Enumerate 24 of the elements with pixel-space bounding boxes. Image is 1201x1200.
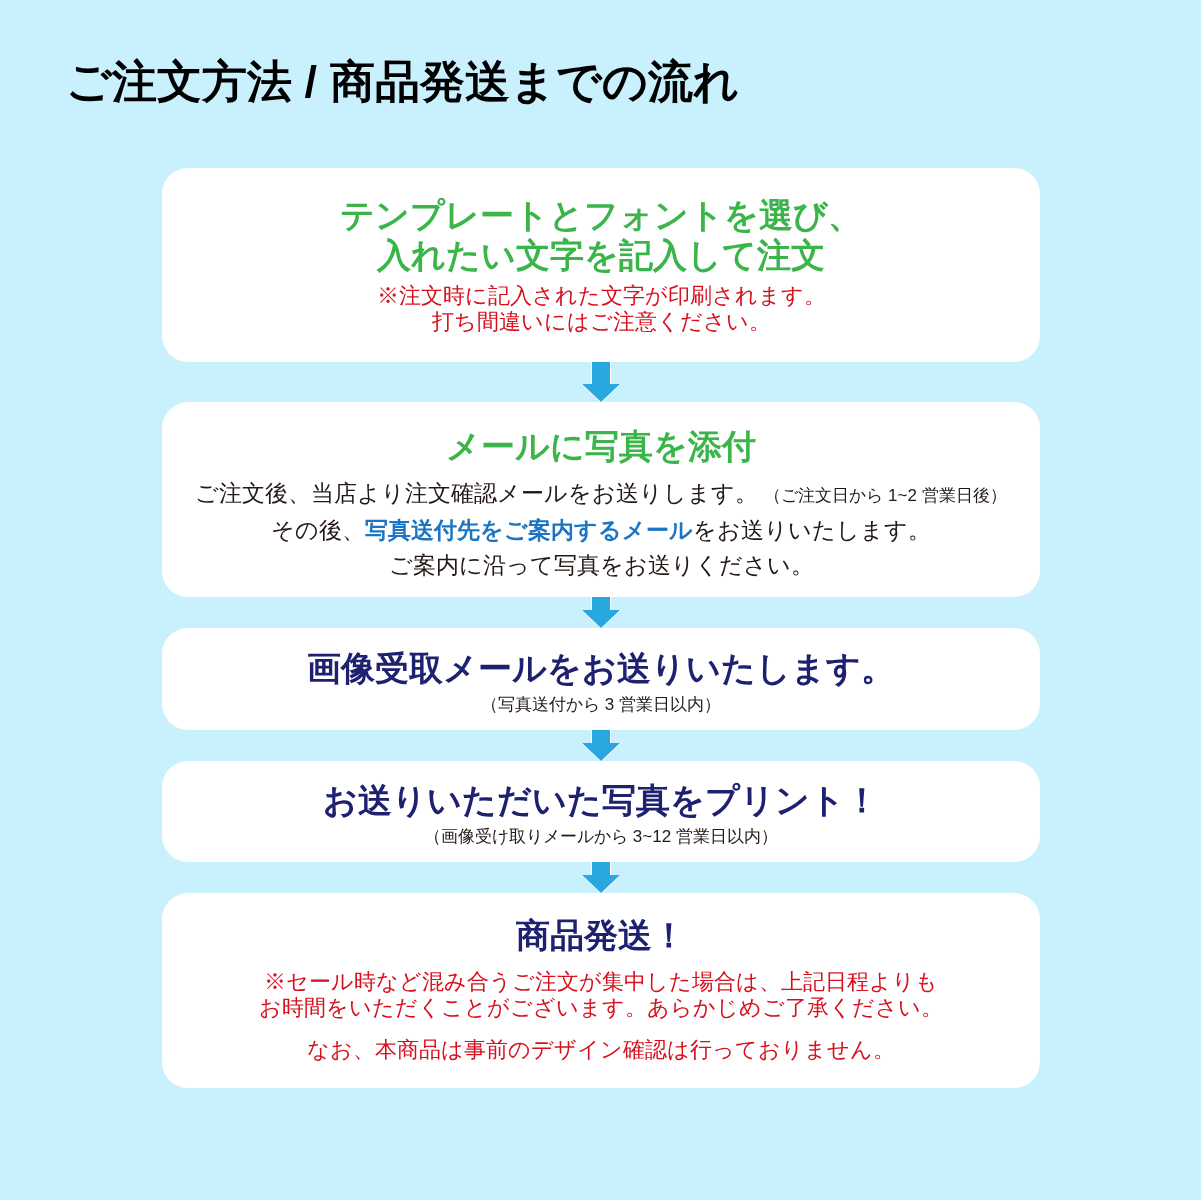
body-text: その後、写真送付先をご案内するメールをお送りいたします。: [271, 516, 931, 545]
step-card: [162, 628, 1040, 730]
arrow: [582, 597, 620, 628]
step-card: [162, 893, 1040, 1088]
body-text: ご案内に沿って写真をお送りください。: [388, 551, 814, 580]
timeframe-note: （ご注文日から 1~2 営業日後）: [764, 485, 1007, 507]
note-text: ※注文時に記入された文字が印刷されます。打ち間違いにはご注意ください。: [375, 283, 827, 335]
step-card: [162, 402, 1040, 597]
step-heading: 商品発送！: [516, 915, 686, 955]
arrow: [582, 362, 620, 402]
body-text: ご注文後、当店より注文確認メールをお送りします。: [195, 479, 759, 508]
step-heading: 画像受取メールをお送りいたします。: [307, 648, 895, 688]
page-title: ご注文方法 / 商品発送までの流れ: [66, 56, 739, 108]
step-heading: お送りいただいた写真をプリント！: [323, 780, 879, 820]
note-text: ※セール時など混み合うご注文が集中した場合は、上記日程よりもお時間をいただくことがございます。あらかじめご了承ください。: [258, 969, 944, 1021]
note-text: なお、本商品は事前のデザイン確認は行っておりません。: [307, 1037, 895, 1063]
arrow: [582, 730, 620, 761]
arrow: [582, 862, 620, 893]
timeframe-note: （写真送付から 3 営業日以内）: [481, 694, 721, 716]
timeframe-note: （画像受け取りメールから 3~12 営業日以内）: [424, 826, 778, 848]
step-heading: メールに写真を添付: [446, 426, 756, 466]
step-card: [162, 761, 1040, 862]
step-card: [162, 168, 1040, 362]
step-heading: テンプレートとフォントを選び、入れたい文字を記入して注文: [339, 195, 863, 275]
